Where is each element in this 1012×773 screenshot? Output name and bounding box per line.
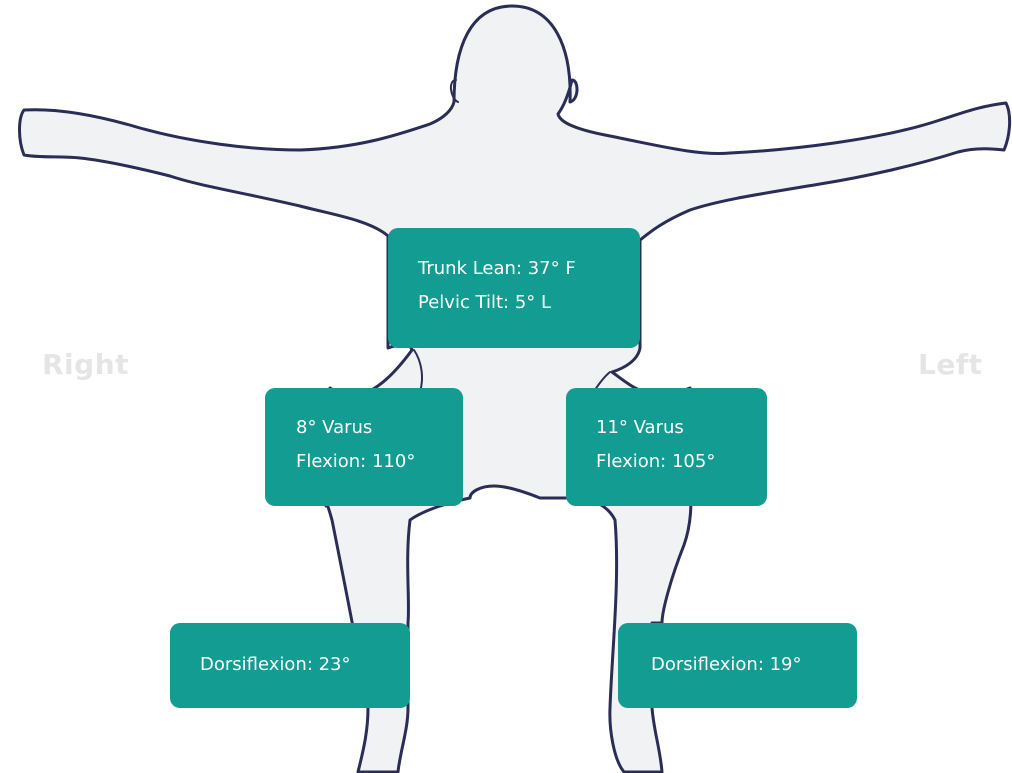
- right-knee-flexion-text: Flexion: 110°: [296, 445, 463, 479]
- left-knee-metric-box: 11° Varus Flexion: 105°: [566, 388, 767, 506]
- trunk-lean-text: Trunk Lean: 37° F: [418, 252, 640, 286]
- right-knee-varus-text: 8° Varus: [296, 411, 463, 445]
- body-outline: [20, 6, 1010, 772]
- left-knee-flexion-text: Flexion: 105°: [596, 445, 767, 479]
- left-ankle-dorsiflexion-text: Dorsiflexion: 19°: [651, 648, 857, 682]
- left-knee-varus-text: 11° Varus: [596, 411, 767, 445]
- side-label-right: Right: [42, 348, 129, 381]
- right-ankle-dorsiflexion-text: Dorsiflexion: 23°: [200, 648, 410, 682]
- left-ankle-metric-box: Dorsiflexion: 19°: [618, 623, 857, 708]
- trunk-pelvis-metric-box: Trunk Lean: 37° F Pelvic Tilt: 5° L: [388, 228, 640, 348]
- side-label-left: Left: [918, 348, 982, 381]
- right-knee-metric-box: 8° Varus Flexion: 110°: [265, 388, 463, 506]
- pelvic-tilt-text: Pelvic Tilt: 5° L: [418, 286, 640, 320]
- right-ankle-metric-box: Dorsiflexion: 23°: [170, 623, 410, 708]
